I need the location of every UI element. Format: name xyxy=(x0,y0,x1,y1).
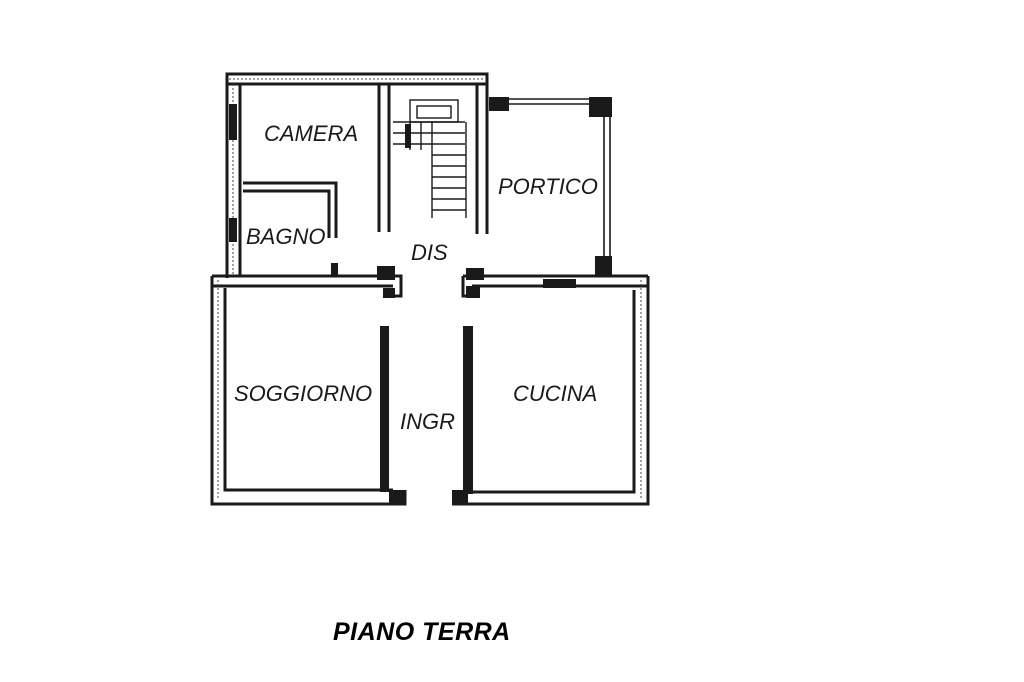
room-label-dis: DIS xyxy=(411,240,448,265)
upper-block-walls xyxy=(225,72,489,278)
room-label-ingr: INGR xyxy=(400,409,455,434)
plan-title: PIANO TERRA xyxy=(333,618,511,646)
staircase xyxy=(393,99,467,218)
room-label-bagno: BAGNO xyxy=(246,224,325,249)
soggiorno-walls xyxy=(210,276,407,506)
room-label-camera: CAMERA xyxy=(264,121,358,146)
portico-walls xyxy=(489,97,612,276)
cucina-walls xyxy=(452,276,650,506)
middle-walls xyxy=(212,266,648,298)
room-label-portico: PORTICO xyxy=(498,174,598,199)
room-label-soggiorno: SOGGIORNO xyxy=(234,381,372,406)
room-label-cucina: CUCINA xyxy=(513,381,597,406)
